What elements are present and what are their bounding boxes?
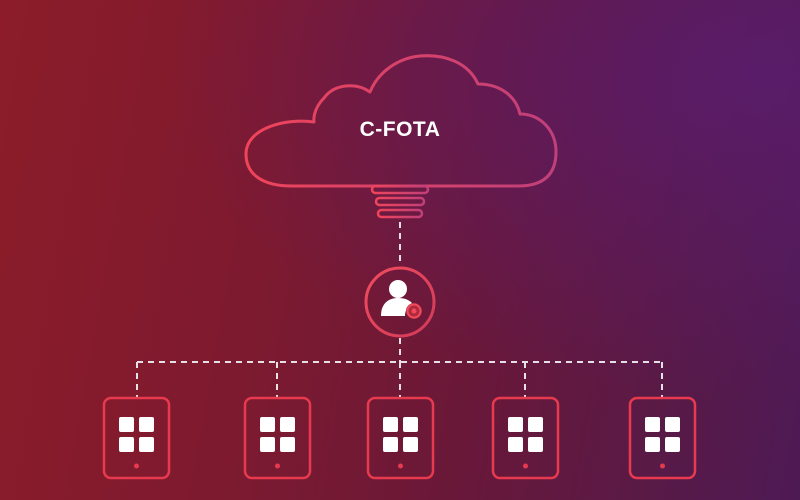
gear-icon (406, 303, 422, 319)
user-icon (381, 280, 412, 316)
app-grid-icon (260, 417, 295, 452)
device-tablet (243, 396, 312, 480)
device-tablet (366, 396, 435, 480)
cloud-connector-bars (370, 184, 430, 219)
device-tablet (491, 396, 560, 480)
cloud-icon (244, 54, 558, 188)
hub-node (364, 266, 436, 338)
dashed-connectors (136, 222, 663, 398)
app-grid-icon (508, 417, 543, 452)
cloud-label: C-FOTA (359, 118, 441, 141)
app-grid-icon (383, 417, 418, 452)
app-grid-icon (645, 417, 680, 452)
home-button (275, 463, 280, 469)
home-button (523, 463, 528, 469)
app-grid-icon (119, 417, 154, 452)
device-tablet (628, 396, 697, 480)
home-button (660, 463, 665, 469)
home-button (398, 463, 403, 469)
home-button (134, 463, 139, 469)
device-tablet (102, 396, 171, 480)
